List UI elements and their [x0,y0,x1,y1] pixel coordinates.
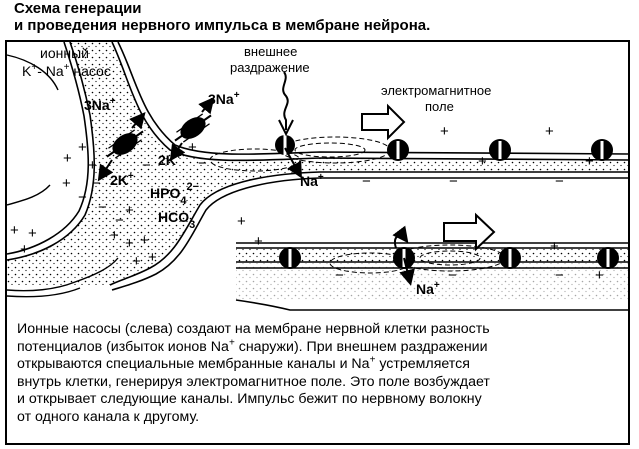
stimulus-label-line2: раздражение [230,60,310,75]
svg-text:+: + [550,238,559,255]
pump-label-line1: ионный [40,45,89,61]
caption-plus-2: + [369,354,376,366]
caption-line-5: и открывает следующие каналы. Импульс бе… [17,391,482,408]
caption: Ионные насосы (слева) создают на мембран… [17,321,627,427]
svg-text:+: + [478,153,487,170]
neighbor-cells [6,54,119,298]
na-top-label: Na+ [300,172,324,189]
svg-text:−: − [335,267,344,284]
channel-6 [597,247,619,269]
svg-text:−: − [142,157,151,174]
svg-text:−: − [92,175,101,192]
svg-text:+: + [62,175,71,192]
svg-text:+: + [28,225,37,242]
svg-text:−: − [448,267,457,284]
em-field-label-line1: электромагнитное [381,83,491,98]
ion-arrows [97,96,415,286]
caption-line-3a: открываются специальные мембранные канал… [17,356,370,373]
caption-line-4: внутрь клетки, генерируя электромагнитно… [17,373,490,390]
channel-5 [499,247,521,269]
caption-line-2a: потенциалов (избыток ионов Na [17,338,229,355]
svg-text:−: − [198,155,207,172]
ion-pumps [106,113,212,159]
channel-1 [387,139,409,161]
svg-text:+: + [148,249,157,266]
svg-text:+: + [63,150,72,167]
stimulus-arrow [278,71,294,137]
caption-line-6: от одного канала к другому. [17,408,200,425]
svg-text:+: + [440,123,449,140]
na3-left-label: 3Na+ [84,96,116,113]
channel-open-upper [275,135,295,155]
channel-2 [489,139,511,161]
charge-signs: +++ +−− −−+ −−+ +++ +++ ++ +++ +−− −++ +… [10,123,604,284]
svg-text:+: + [132,253,141,270]
diagram-labels: ионный K+- Na+ насос внешнее раздражение… [22,44,491,297]
caption-line-2: потенциалов (избыток ионов Na+ снаружи).… [17,336,627,357]
svg-text:+: + [10,222,19,239]
channel-4 [279,247,301,269]
na3-right-label: 3Na+ [208,90,240,107]
svg-text:+: + [585,153,594,170]
svg-text:+: + [110,227,119,244]
title-line-1: Схема генерации [14,0,142,17]
svg-text:+: + [140,232,149,249]
k2-upper-label: 2K+ [158,151,182,168]
caption-line-3: открываются специальные мембранные канал… [17,354,627,374]
em-field-label-line2: поле [425,99,454,114]
svg-text:−: − [78,189,87,206]
na-bottom-label: Na+ [416,280,440,297]
caption-line-2b: снаружи). При внешнем раздражении [234,338,488,355]
ion-pump-left [106,129,144,159]
svg-text:+: + [125,202,134,219]
title-line-2: и проведения нервного импульса в мембран… [14,17,431,34]
svg-text:+: + [78,139,87,156]
pump-label-line2: K+- Na+ насос [22,62,111,79]
svg-text:−: − [98,199,107,216]
svg-text:+: + [20,241,29,258]
channel-3 [591,139,613,161]
hpo4-label: HPO42− [150,181,199,207]
caption-plus-1: + [228,336,235,348]
ion-pump-right [174,113,212,143]
svg-text:−: − [362,173,371,190]
svg-text:−: − [555,173,564,190]
svg-text:+: + [188,139,197,156]
svg-text:+: + [237,213,246,230]
page-title: Схема генерации и проведения нервного им… [14,0,430,34]
svg-text:+: + [125,235,134,252]
diagram-frame [5,40,630,445]
svg-text:−: − [115,212,124,229]
svg-text:−: − [555,267,564,284]
stimulus-label-line1: внешнее [244,44,297,59]
svg-text:+: + [88,157,97,174]
caption-line-3b: устремляется [375,356,470,373]
k2-lower-label: 2K+ [110,171,134,188]
svg-text:−: − [449,173,458,190]
svg-text:+: + [545,123,554,140]
svg-text:+: + [595,267,604,284]
hco3-label: HCO3 [158,209,195,231]
caption-line-1: Ионные насосы (слева) создают на мембран… [17,321,490,337]
propagation-arrows [361,103,496,252]
svg-text:+: + [254,233,263,250]
